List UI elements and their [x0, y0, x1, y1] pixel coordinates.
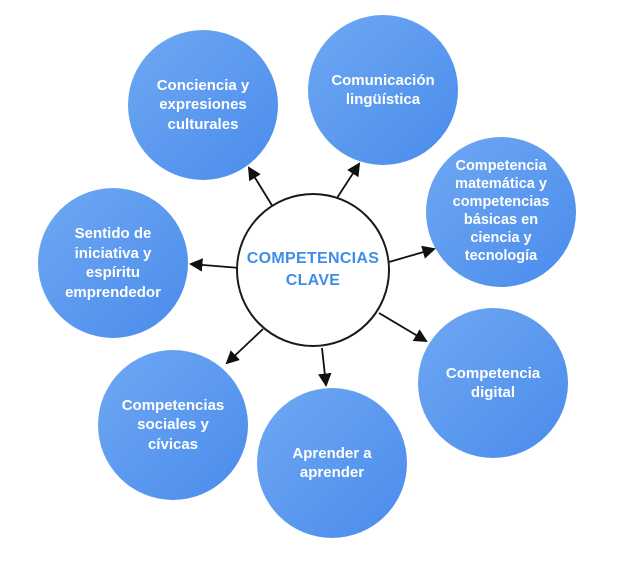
node-comunicacion-linguistica: Comunicación lingüística — [308, 15, 458, 165]
arrow-to-digital-icon — [378, 312, 428, 343]
arrow-to-aprender-icon — [318, 347, 332, 388]
node-competencia-matematica: Competencia matemática y competencias bá… — [426, 137, 576, 287]
arrow-to-comunicacion-icon — [336, 162, 361, 199]
node-aprender-a-aprender: Aprender a aprender — [257, 388, 407, 538]
node-sentido-de-iniciativa: Sentido de iniciativa y espíritu emprend… — [38, 188, 188, 338]
node-conciencia-y-expresiones-culturales: Conciencia y expresiones culturales — [128, 30, 278, 180]
node-competencias-sociales-y-civicas: Competencias sociales y cívicas — [98, 350, 248, 500]
arrow-to-conciencia-icon — [247, 166, 274, 208]
center-node-competencias-clave: COMPETENCIAS CLAVE — [236, 193, 390, 347]
node-competencia-digital: Competencia digital — [418, 308, 568, 458]
arrow-to-sociales-icon — [225, 328, 264, 365]
arrow-to-matematica-icon — [388, 245, 436, 263]
arrow-to-iniciativa-icon — [188, 258, 241, 272]
